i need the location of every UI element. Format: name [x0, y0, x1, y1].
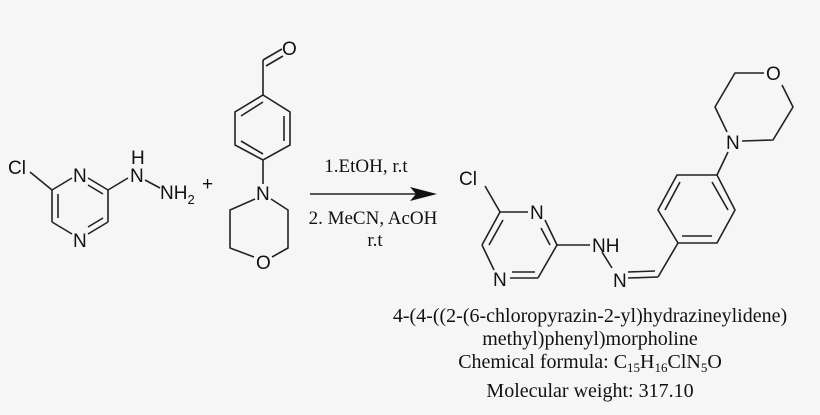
formula-element: O	[707, 351, 722, 373]
atom-n: N	[73, 231, 87, 252]
product-structure: Cl N N NH N N O	[459, 64, 794, 292]
plus-sign: +	[202, 174, 213, 195]
atom-n: N	[73, 166, 87, 187]
formula-subscript: 16	[654, 360, 668, 375]
condition-step2: 2. MeCN, AcOH	[309, 208, 438, 229]
atom-nh2: NH2	[160, 183, 195, 207]
chemical-formula: Chemical formula: C15H16ClN5O	[360, 351, 820, 375]
formula-subscript: 5	[700, 360, 708, 375]
atom-n: N	[493, 270, 507, 291]
reactant-chloropyrazinyl-hydrazine: Cl N N H N NH2	[8, 148, 195, 252]
atom-cl: Cl	[459, 169, 477, 190]
atom-n: N	[530, 203, 544, 224]
product-name-line1: 4-(4-((2-(6-chloropyrazin-2-yl)hydrazine…	[392, 305, 788, 327]
formula-element: H	[640, 351, 655, 373]
formula-value: C15H16ClN5O	[613, 351, 722, 375]
reaction-arrow	[310, 187, 437, 201]
atom-n: N	[613, 271, 627, 292]
atom-o: O	[256, 253, 271, 274]
atom-nh: NH	[592, 236, 619, 257]
atom-n: N	[726, 133, 740, 154]
atom-n: N	[256, 184, 270, 205]
reactant-morpholinobenzaldehyde: O N O	[229, 39, 297, 274]
formula-element: ClN	[667, 351, 701, 373]
formula-subscript: 15	[627, 360, 641, 375]
molecular-weight: Molecular weight: 317.10	[486, 380, 694, 402]
atom-o: O	[766, 64, 781, 85]
condition-step1: 1.EtOH, r.t	[324, 156, 408, 177]
formula-label: Chemical formula:	[458, 351, 614, 373]
atom-cl: Cl	[8, 158, 26, 179]
condition-step2-temp: r.t	[367, 230, 383, 251]
product-name-line2: methyl)phenyl)morpholine	[482, 328, 698, 350]
atom-o: O	[282, 39, 297, 60]
formula-element: C	[613, 351, 628, 373]
atom-n: N	[130, 166, 144, 187]
atom-h: H	[131, 148, 145, 169]
